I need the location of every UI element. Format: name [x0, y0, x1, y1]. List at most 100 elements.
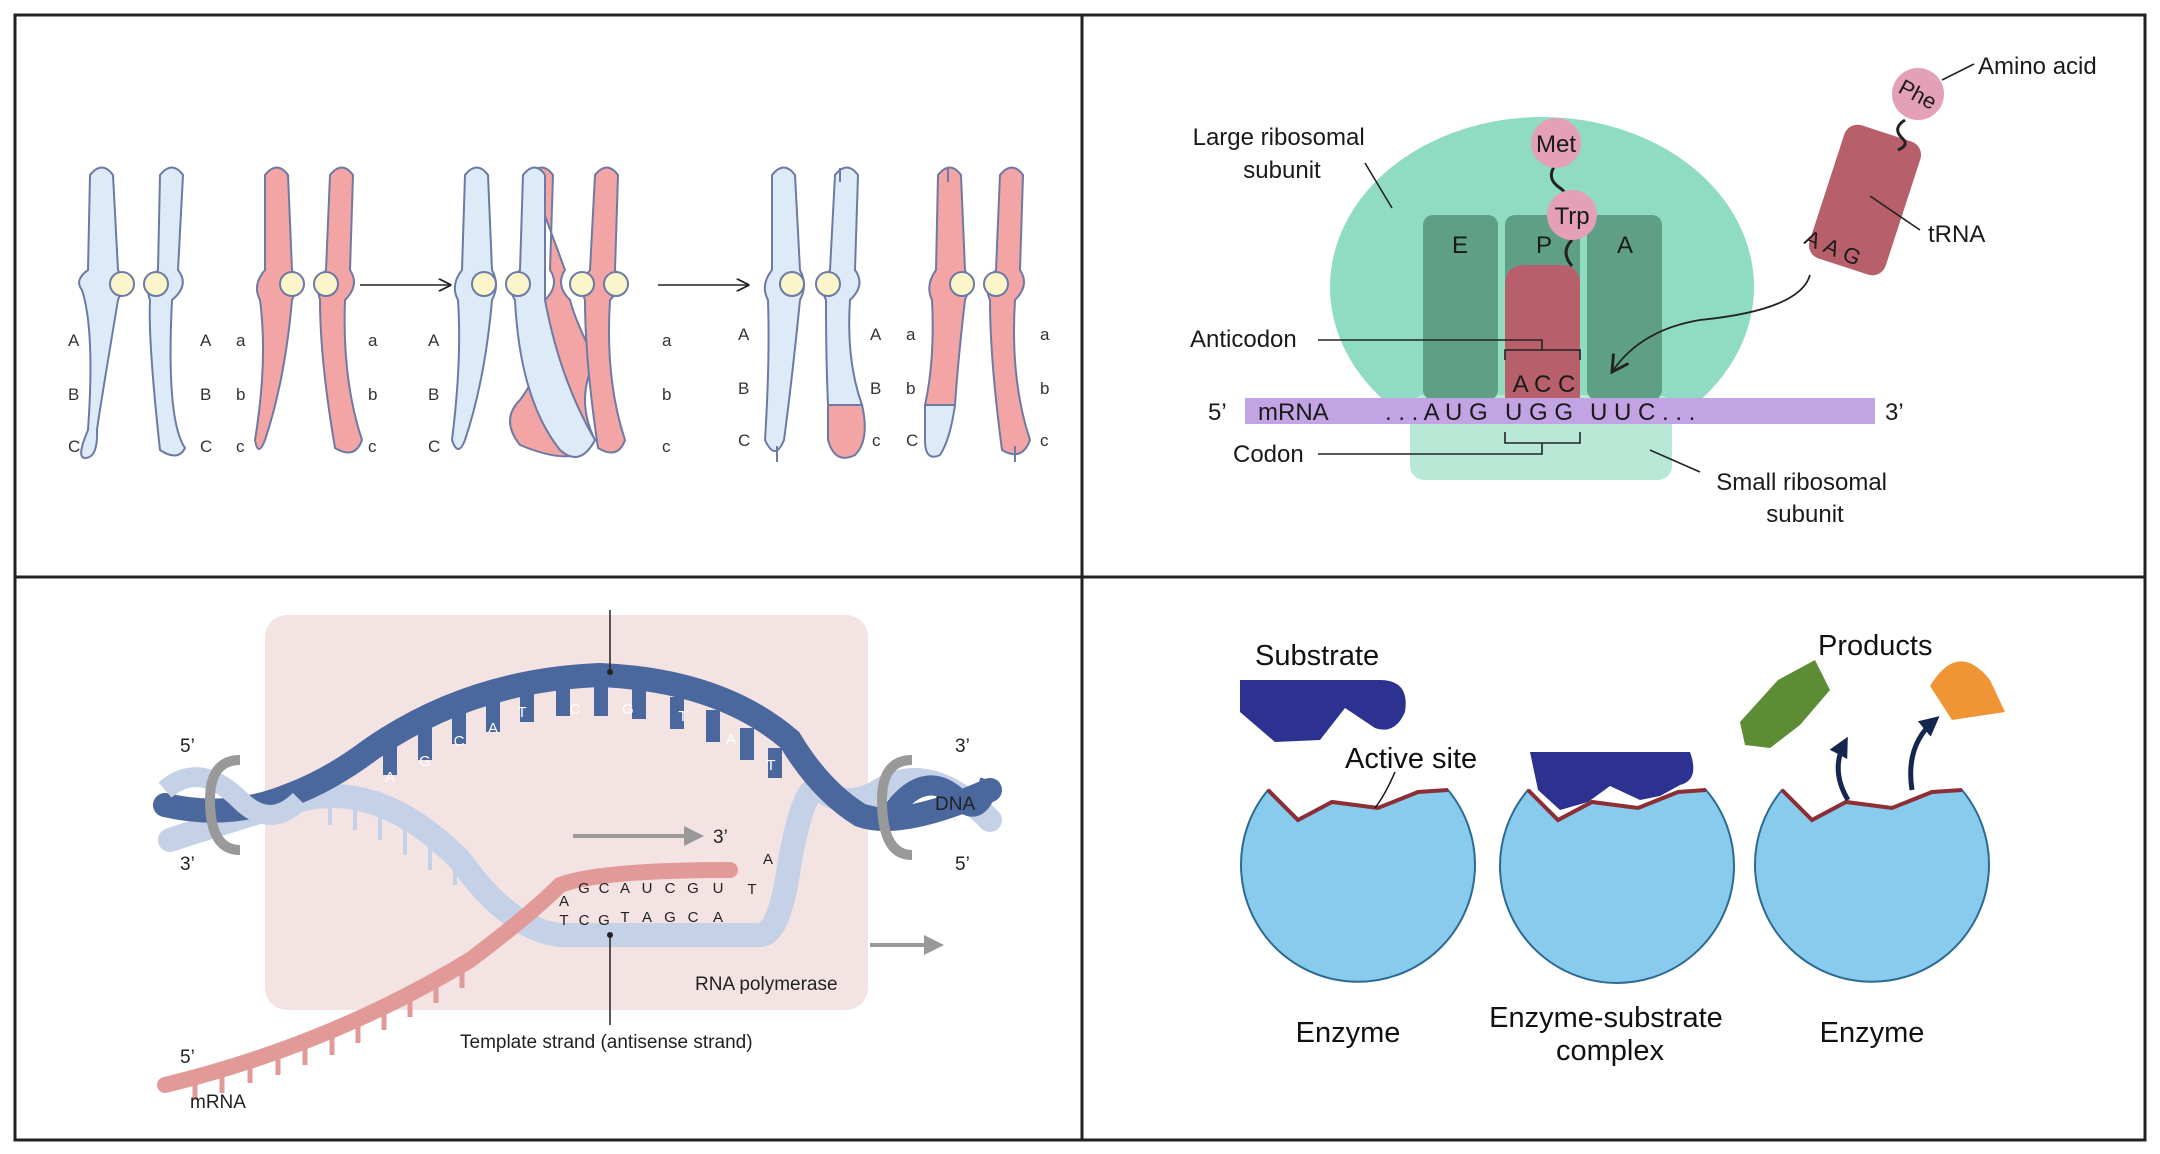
allele-label: b: [236, 385, 245, 404]
rna-base: A: [559, 893, 569, 910]
coding-strand: [153, 662, 1002, 832]
template-base: C: [579, 912, 590, 929]
small-subunit-leader: [1649, 449, 1701, 473]
trna-callout: tRNA: [1928, 221, 1985, 248]
top-strand-rungs: [383, 684, 782, 778]
template-base: T: [747, 881, 756, 898]
site-label: A: [1617, 232, 1633, 259]
mrna-label: mRNA: [1258, 399, 1329, 426]
mrna-sequence-left: . . . A U G: [1385, 399, 1488, 426]
enzyme-2: [1499, 788, 1735, 984]
rna-base: U: [642, 880, 653, 897]
template-base: G: [598, 912, 610, 929]
active-site-2: [1526, 788, 1707, 823]
mrna-strand: [1245, 398, 1875, 424]
rna-base: A: [620, 880, 630, 897]
active-site-3: [1780, 788, 1963, 823]
dna-base: A: [726, 731, 736, 748]
dna-base: C: [454, 733, 465, 750]
release-arrow-icon: [1829, 736, 1851, 802]
dna-base: A: [385, 769, 395, 786]
allele-label: C: [68, 437, 80, 456]
trna-p-site: [1505, 265, 1580, 400]
site-label: P: [1536, 232, 1552, 259]
curved-arrow-icon: [1610, 274, 1811, 375]
allele-label: b: [662, 385, 671, 404]
strand-end-label: 5’: [180, 736, 195, 757]
amino-acid-link: [1896, 118, 1907, 152]
mrna-sequence-right: U U C . . .: [1590, 399, 1695, 426]
chromosomes-crossing: [450, 166, 629, 459]
allele-label: c: [872, 431, 881, 450]
dna-base: G: [622, 701, 634, 718]
clamp-left-icon: [204, 755, 241, 855]
release-arrow-icon: [1908, 716, 1940, 791]
allele-label: a: [906, 325, 916, 344]
enzyme-3: [1754, 788, 1990, 983]
transcription-panel: A G C A T C G T A T: [153, 610, 1002, 1113]
template-base: A: [763, 851, 773, 868]
crossing-over-panel: A B C A B C a b c a b c A B C a b c: [68, 166, 1050, 462]
codon-bracket: [1318, 432, 1581, 455]
allele-label: C: [428, 437, 440, 456]
chromosome-recombinant-pink: [923, 166, 1032, 462]
dna-base: T: [678, 708, 687, 725]
site-label: E: [1452, 232, 1468, 259]
allele-label: C: [906, 431, 918, 450]
anticodon-bracket: [1318, 339, 1581, 360]
top-leader-dot: [607, 669, 613, 675]
amino-acid-label: Met: [1536, 131, 1576, 158]
allele-label: c: [662, 437, 671, 456]
chromosome-blue-before: [78, 166, 187, 460]
template-base: A: [642, 909, 652, 926]
allele-label: c: [236, 437, 245, 456]
site-e: [1423, 215, 1498, 400]
active-site-leader: [1374, 771, 1396, 809]
dna-helix-left: [158, 767, 308, 825]
rna-base: C: [599, 880, 610, 897]
active-site-1: [1266, 788, 1449, 823]
amino-acid-phe: [1892, 68, 1944, 120]
allele-label: a: [368, 331, 378, 350]
template-base: A: [713, 909, 723, 926]
template-base: T: [559, 912, 568, 929]
amino-acid-met: [1531, 118, 1581, 168]
site-a: [1587, 215, 1662, 400]
allele-label: a: [662, 331, 672, 350]
clamp-right-icon: [876, 755, 913, 860]
incoming-trna: [1808, 124, 1922, 276]
dna-base: T: [517, 704, 526, 721]
large-subunit-leader: [1364, 162, 1393, 209]
allele-label: C: [200, 437, 212, 456]
rna-base: C: [665, 880, 676, 897]
allele-label: A: [68, 331, 80, 350]
template-leader-dot: [607, 932, 613, 938]
allele-label: a: [236, 331, 246, 350]
template-base: T: [620, 909, 629, 926]
allele-label: A: [738, 325, 750, 344]
allele-label: A: [870, 325, 882, 344]
chromosome-recombinant-blue: [763, 166, 866, 462]
product-green: [1740, 660, 1830, 748]
allele-label: A: [428, 331, 440, 350]
enzyme-panel: Substrate Active site Enzyme Enzyme-subs…: [1240, 630, 2005, 1067]
allele-label: C: [738, 431, 750, 450]
chromosome-pink-before: [253, 166, 364, 454]
enzyme-1: [1240, 788, 1476, 983]
codon-label: Codon: [1233, 441, 1304, 468]
template-label: Template strand (antisense strand): [460, 1032, 753, 1053]
allele-label: a: [1040, 325, 1050, 344]
rna-base: G: [687, 880, 699, 897]
allele-label: c: [368, 437, 377, 456]
amino-acid-callout: Amino acid: [1978, 53, 2097, 80]
codon-sequence: U G G: [1505, 399, 1573, 426]
strand-end-label: 3’: [180, 854, 195, 875]
allele-label: b: [1040, 379, 1049, 398]
dna-base: A: [488, 720, 498, 737]
translation-panel: E P A Met Trp A C C 5’ mRNA . . . A U G …: [1190, 53, 2097, 528]
substrate-label: Substrate: [1255, 640, 1379, 672]
dna-base: G: [419, 753, 431, 770]
complex-label: Enzyme-substrate complex: [1489, 1002, 1731, 1067]
product-orange: [1930, 661, 2005, 720]
products-label: Products: [1818, 630, 1932, 662]
